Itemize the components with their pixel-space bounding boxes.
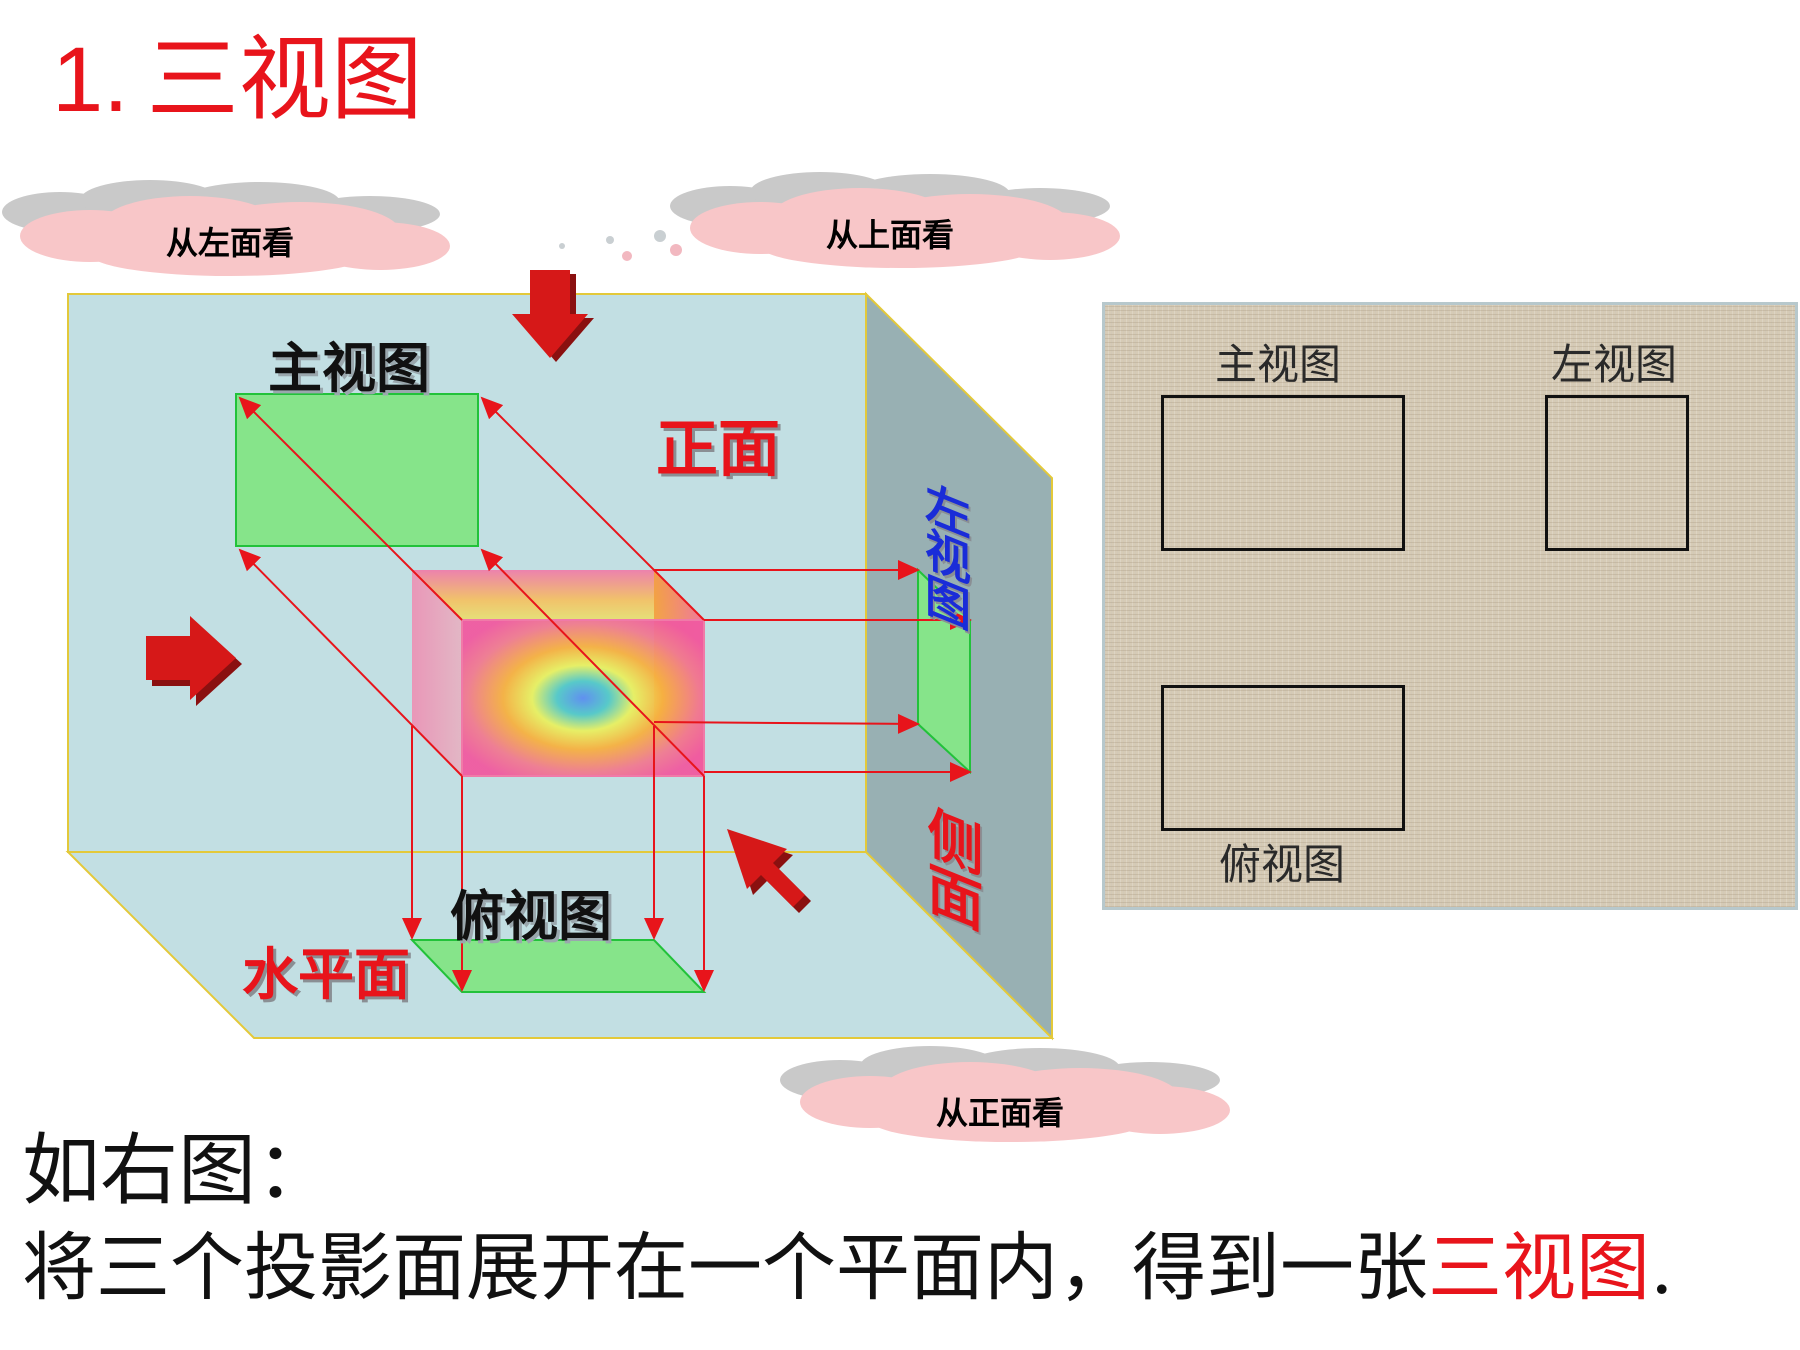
panel-main-view-rect (1161, 395, 1405, 551)
panel-left-view-label: 左视图 (1551, 340, 1678, 389)
cloud-front-view: 从正面看 (770, 1040, 1230, 1150)
cloud-left-label: 从左面看 (165, 224, 294, 262)
panel-left-view-rect (1545, 395, 1689, 551)
cuboid (412, 570, 705, 777)
cloud-top-view: 从上面看 (660, 166, 1120, 276)
label-front-face: 正面 (656, 412, 781, 485)
projection-lines (238, 396, 972, 992)
label-main-view: 主视图 (268, 337, 430, 400)
caption-line-2-text: 将三个投影面展开在一个平面内，得到一张 (22, 1225, 1428, 1311)
cloud-top-label: 从上面看 (825, 216, 954, 254)
cloud-front-label: 从正面看 (935, 1094, 1064, 1132)
caption-period: . (1650, 1225, 1674, 1311)
front-projection-rect (235, 393, 479, 547)
label-horizontal-face: 水平面 (242, 943, 410, 1008)
caption-line-2: 将三个投影面展开在一个平面内，得到一张三视图. (22, 1208, 1674, 1315)
arrow-from-front (727, 829, 811, 913)
label-left-view: 左视图 (918, 474, 972, 635)
floor-projection-rect (409, 939, 707, 993)
slide-title: 1.三视图 (52, 29, 423, 131)
panel-main-view-label: 主视图 (1215, 340, 1342, 389)
arrow-from-top (512, 270, 594, 362)
title-text: 三视图 (146, 29, 423, 131)
cloud-left-view: 从左面看 (0, 172, 460, 282)
panel-top-view-rect (1161, 685, 1405, 831)
caption-line-1: 如右图： (22, 1126, 335, 1216)
label-top-view: 俯视图 (450, 885, 612, 948)
panel-top-view-label: 俯视图 (1219, 840, 1346, 889)
arrow-from-left (146, 616, 242, 706)
caption-highlight: 三视图 (1428, 1225, 1650, 1311)
title-number: 1. (52, 29, 129, 131)
three-view-panel: 主视图 左视图 俯视图 (1102, 302, 1798, 910)
